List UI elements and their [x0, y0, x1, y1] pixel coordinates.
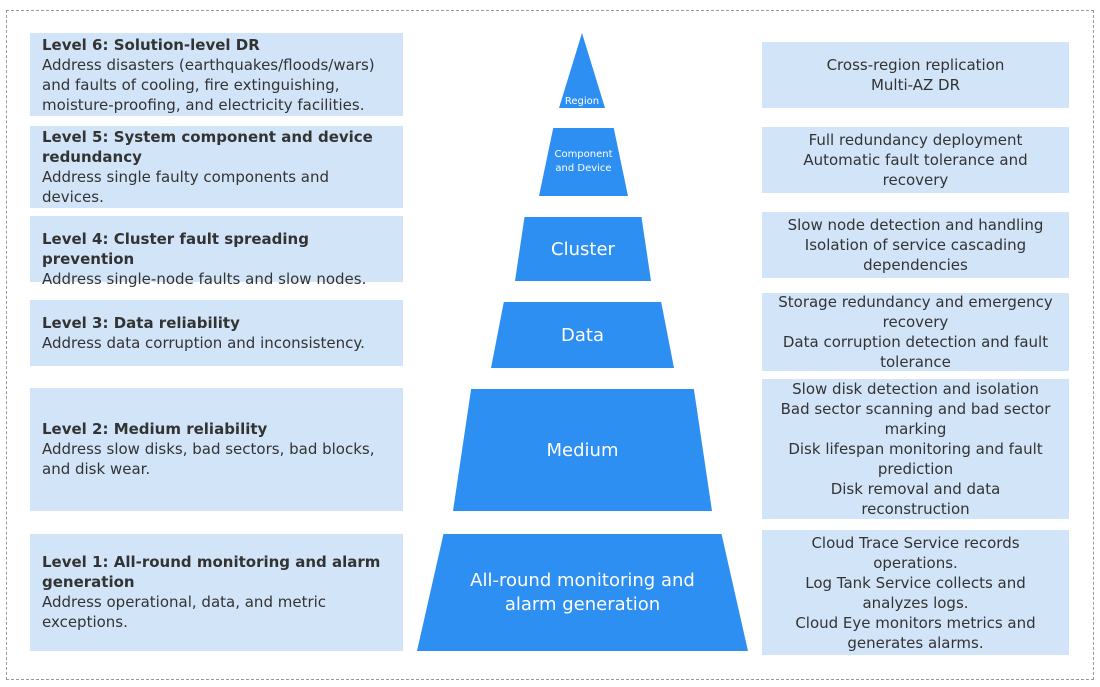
level-2-title: Level 2: Medium reliability [42, 420, 268, 438]
measures-level-1: Cloud Trace Service records operations. … [762, 530, 1069, 655]
level-1-desc: Address operational, data, and metric ex… [42, 593, 327, 631]
level-3-desc: Address data corruption and inconsistenc… [42, 334, 365, 352]
tier-label-component: Component and Device [554, 149, 613, 174]
pyramid-tier-monitoring: All-round monitoring and alarm generatio… [417, 534, 748, 651]
level-3-title: Level 3: Data reliability [42, 314, 240, 332]
measure-item: Multi-AZ DR [870, 76, 961, 94]
level-4-desc: Address single-node faults and slow node… [42, 270, 367, 288]
measure-item: Slow disk detection and isolation [792, 380, 1039, 398]
measure-item: Isolation of service cascading dependenc… [804, 236, 1027, 274]
pyramid-tier-data: Data [491, 302, 674, 368]
measures-level-4: Slow node detection and handling Isolati… [762, 212, 1069, 278]
measure-item: Automatic fault tolerance and recovery [803, 151, 1028, 189]
level-4-title: Level 4: Cluster fault spreading prevent… [42, 230, 309, 268]
measures-level-3: Storage redundancy and emergency recover… [762, 293, 1069, 371]
level-2-box: Level 2: Medium reliability Address slow… [30, 388, 403, 511]
level-5-desc: Address single faulty components and dev… [42, 168, 330, 206]
diagram-frame [6, 10, 1094, 680]
level-1-title: Level 1: All-round monitoring and alarm … [42, 553, 381, 591]
level-6-title: Level 6: Solution-level DR [42, 36, 260, 54]
tier-label-region: Region [564, 96, 600, 107]
tier-label-data: Data [561, 324, 604, 346]
level-1-box: Level 1: All-round monitoring and alarm … [30, 534, 403, 651]
tier-label-medium: Medium [546, 439, 619, 461]
measure-item: Log Tank Service collects and analyzes l… [805, 573, 1026, 612]
measure-item: Disk removal and data reconstruction [830, 480, 1001, 518]
measures-level-6: Cross-region replication Multi-AZ DR [762, 42, 1069, 108]
measure-item: Cloud Eye monitors metrics and generates… [795, 613, 1036, 652]
measure-item: Disk lifespan monitoring and fault predi… [788, 440, 1043, 478]
measure-item: Data corruption detection and fault tole… [782, 333, 1049, 371]
measure-item: Full redundancy deployment [808, 131, 1023, 149]
level-3-box: Level 3: Data reliability Address data c… [30, 300, 403, 366]
level-5-box: Level 5: System component and device red… [30, 126, 403, 208]
tier-label-cluster: Cluster [551, 238, 615, 260]
pyramid-tier-medium: Medium [453, 389, 712, 511]
tier-label-monitoring: All-round monitoring and alarm generatio… [470, 569, 695, 615]
measure-item: Cloud Trace Service records operations. [811, 533, 1020, 572]
measure-item: Bad sector scanning and bad sector marki… [780, 400, 1051, 438]
level-6-box: Level 6: Solution-level DR Address disas… [30, 33, 403, 116]
measure-item: Cross-region replication [826, 56, 1005, 74]
measure-item: Slow node detection and handling [787, 216, 1044, 234]
measures-level-5: Full redundancy deployment Automatic fau… [762, 127, 1069, 193]
measure-item: Storage redundancy and emergency recover… [778, 293, 1053, 331]
level-4-box: Level 4: Cluster fault spreading prevent… [30, 216, 403, 288]
pyramid-tier-cluster: Cluster [515, 217, 651, 281]
pyramid-tier-component: Component and Device [539, 128, 628, 196]
measures-level-2: Slow disk detection and isolation Bad se… [762, 379, 1069, 519]
level-6-desc: Address disasters (earthquakes/floods/wa… [42, 56, 375, 114]
level-5-title: Level 5: System component and device red… [42, 128, 373, 166]
level-2-desc: Address slow disks, bad sectors, bad blo… [42, 440, 375, 478]
